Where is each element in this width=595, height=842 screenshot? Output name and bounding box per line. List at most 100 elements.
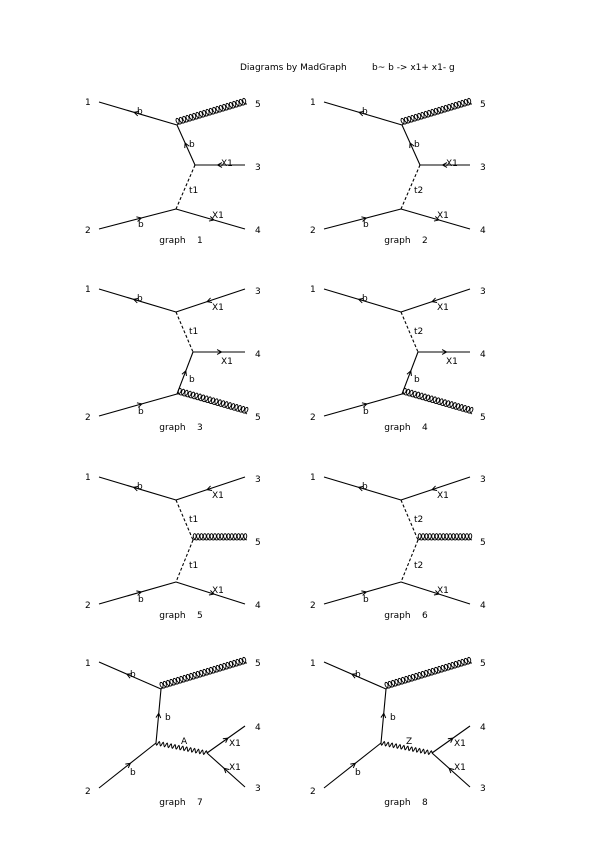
external-label-4: 4	[255, 226, 261, 236]
fermion-b-internal	[176, 124, 196, 166]
fermion-x1-4	[400, 208, 471, 230]
graph-caption: graph 4	[384, 423, 428, 433]
line-label-b-internal: b	[165, 713, 171, 723]
fermion-x1-4-arrow	[208, 216, 215, 222]
line-label-b1: b	[362, 107, 368, 117]
line-label-b2: b	[363, 220, 369, 230]
gluon-5	[175, 97, 248, 126]
fermion-x1-3	[431, 752, 471, 788]
boson	[380, 740, 433, 756]
scalar-t	[400, 311, 419, 353]
fermion-x1-3-arrow	[448, 767, 455, 774]
graph-caption: graph 8	[384, 798, 428, 808]
fermion-x1-4	[206, 725, 246, 754]
external-label-5: 5	[255, 100, 261, 110]
line-label-x1-4: X1	[446, 357, 458, 367]
line-label-x1-3: X1	[212, 303, 224, 313]
line-label-x1-4: X1	[221, 357, 233, 367]
line-label-b-internal: b	[414, 375, 420, 385]
fermion-b-2-arrow	[361, 216, 368, 222]
fermion-b-1-arrow	[132, 297, 139, 304]
fermion-x1-4-arrow	[433, 216, 440, 222]
gluon-5	[176, 387, 249, 415]
fermion-b-1-arrow	[132, 485, 139, 492]
fermion-b-2	[98, 742, 157, 789]
fermion-b-internal	[401, 351, 419, 395]
fermion-b-2-arrow	[361, 590, 368, 596]
fermion-b-internal-arrow	[181, 369, 187, 377]
graph-caption: graph 7	[159, 798, 203, 808]
fermion-x1-3-arrow	[441, 162, 448, 168]
external-label-4: 4	[255, 723, 261, 733]
fermion-b-internal-arrow	[406, 369, 412, 377]
line-label-x1-4: X1	[212, 586, 224, 596]
fermion-x1-3	[400, 288, 471, 313]
line-label-b1: b	[362, 482, 368, 492]
fermion-x1-3	[175, 476, 246, 501]
fermion-b-internal	[380, 688, 387, 744]
fermion-b-internal	[401, 124, 421, 166]
line-label-x1-3: X1	[446, 159, 458, 169]
fermion-b-1	[98, 101, 178, 126]
graph-caption: graph 1	[159, 236, 203, 246]
external-label-2: 2	[85, 601, 91, 611]
line-label-x1-4: X1	[229, 739, 241, 749]
line-label-b2: b	[138, 407, 144, 417]
boson	[155, 740, 208, 756]
line-label-t: t1	[189, 186, 198, 196]
external-label-2: 2	[310, 226, 316, 236]
fermion-b-2	[98, 581, 177, 605]
line-label-b-internal: b	[390, 713, 396, 723]
external-label-3: 3	[480, 287, 486, 297]
external-label-4: 4	[255, 601, 261, 611]
line-label-b-internal: b	[189, 375, 195, 385]
line-label-b-internal: b	[189, 140, 195, 150]
fermion-b-2-arrow	[350, 762, 357, 769]
fermion-b-internal-arrow	[184, 142, 190, 149]
line-label-b2: b	[138, 595, 144, 605]
external-label-1: 1	[85, 473, 91, 483]
line-label-b2: b	[138, 220, 144, 230]
external-label-2: 2	[85, 787, 91, 797]
external-label-1: 1	[310, 285, 316, 295]
fermion-x1-4-arrow	[208, 590, 215, 596]
external-label-4: 4	[480, 350, 486, 360]
fermion-b-2-arrow	[136, 590, 143, 596]
fermion-x1-4	[175, 581, 246, 605]
fermion-b-1-arrow	[133, 110, 140, 117]
line-label-x1-3: X1	[229, 763, 241, 773]
fermion-b-1-arrow	[357, 485, 364, 492]
header-process: b~ b -> x1+ x1- g	[372, 63, 455, 73]
line-label-t-upper: t2	[414, 515, 423, 525]
line-label-b1: b	[130, 670, 136, 680]
gluon-5	[384, 656, 473, 690]
line-label-t: t1	[189, 327, 198, 337]
external-label-1: 1	[310, 659, 316, 669]
fermion-x1-3-arrow	[206, 485, 213, 491]
external-label-3: 3	[480, 475, 486, 485]
external-label-5: 5	[255, 413, 261, 423]
external-label-1: 1	[85, 659, 91, 669]
line-label-b1: b	[137, 107, 143, 117]
scalar-t-upper	[400, 499, 419, 541]
scalar-t-upper	[175, 499, 194, 541]
line-label-x1-4: X1	[437, 211, 449, 221]
external-label-4: 4	[255, 350, 261, 360]
fermion-b-1	[323, 101, 403, 126]
header-title: Diagrams by MadGraph	[240, 63, 347, 73]
fermion-b-2-arrow	[136, 216, 143, 222]
fermion-b-2	[323, 393, 403, 417]
external-label-5: 5	[255, 538, 261, 548]
scalar-t	[175, 164, 196, 210]
external-label-3: 3	[255, 163, 261, 173]
fermion-x1-4	[175, 208, 246, 230]
external-label-1: 1	[85, 285, 91, 295]
